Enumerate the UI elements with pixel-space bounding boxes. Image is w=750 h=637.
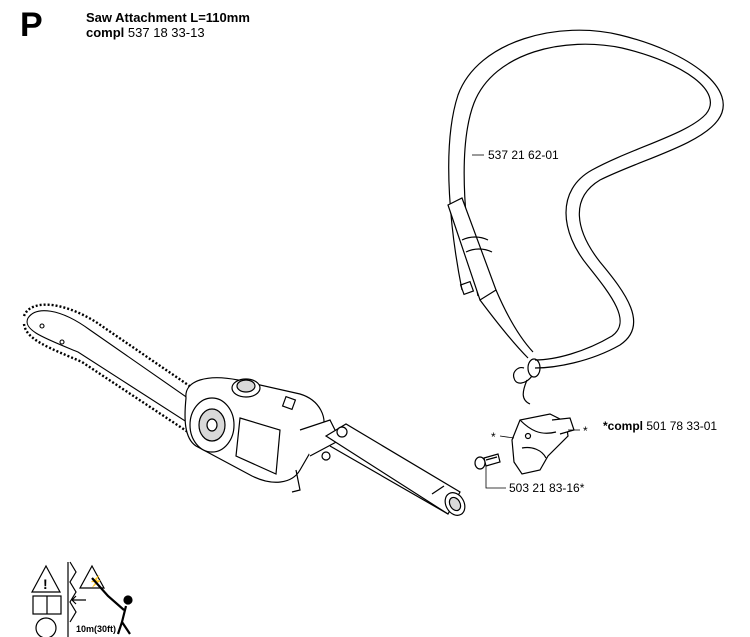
shoulder-strap — [447, 29, 724, 405]
callout-bracket-star-right: * — [583, 424, 588, 438]
callout-screw: 503 21 83-16* — [509, 481, 585, 495]
svg-text:!: ! — [43, 576, 48, 592]
warning-pictograms: ! ⚡ — [30, 561, 133, 637]
compl-label: compl — [86, 25, 125, 40]
screw — [474, 453, 501, 470]
gear-head-housing — [184, 377, 341, 493]
section-letter: P — [20, 6, 43, 44]
saw-bar-and-chain — [22, 303, 211, 438]
callout-bracket-star-left: * — [491, 430, 496, 444]
protective-gear-icon — [35, 617, 57, 637]
callout-bracket-compl-word: *compl — [603, 419, 644, 433]
operator-figure-icon — [123, 595, 133, 605]
bracket-left-leader — [499, 435, 515, 439]
warning-triangle-icon — [30, 564, 62, 593]
shaft-tube — [321, 423, 466, 516]
bracket-clip — [511, 413, 575, 475]
safety-distance-label: 10m(30ft) — [76, 624, 116, 634]
callout-strap: 537 21 62-01 — [488, 148, 559, 162]
diagram-header: Saw Attachment L=110mm compl 537 18 33-1… — [86, 10, 250, 40]
compl-part-number: 537 18 33-13 — [127, 25, 205, 40]
callout-bracket-compl-number: 501 78 33-01 — [646, 419, 718, 433]
electric-hazard-icon — [78, 564, 106, 589]
screw-leader-line — [485, 466, 506, 489]
callout-bracket-compl: *compl 501 78 33-01 — [603, 419, 717, 433]
diagram-title: Saw Attachment L=110mm — [86, 10, 250, 25]
